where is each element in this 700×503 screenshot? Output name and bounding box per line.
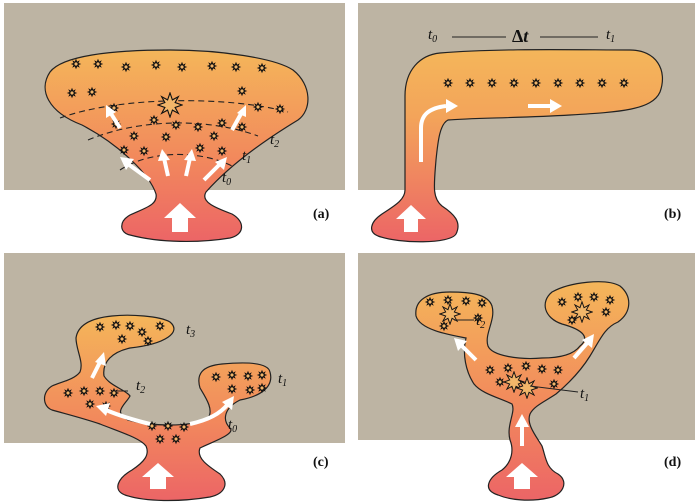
delta-t-annotation: t0 Δt t1 — [428, 26, 615, 46]
panel-b-label: (b) — [664, 207, 681, 222]
panel-a: t0 t1 t2 (a) — [4, 3, 345, 243]
panel-c-background — [4, 253, 345, 443]
c-t3-label: t3 — [186, 322, 195, 340]
t1-label: t1 — [242, 148, 251, 166]
panel-d-upward-arrow — [506, 463, 538, 489]
t2-label: t2 — [270, 132, 279, 150]
contour-t1 — [87, 122, 259, 141]
panel-a-flow-arrows — [106, 105, 246, 182]
panel-a-upward-arrow — [164, 203, 196, 232]
contour-t2 — [59, 100, 289, 119]
panel-d: t2 t1 (d) — [358, 253, 695, 501]
delta-t-label: Δt — [512, 26, 529, 46]
t0-label: t0 — [222, 170, 231, 188]
panel-c: t3 t2 t1 t0 (c) — [4, 253, 345, 502]
panel-c-flow-arrows — [90, 352, 234, 426]
panel-b-bend-arrow — [419, 104, 447, 162]
panel-d-label: (d) — [664, 455, 681, 470]
panel-c-upward-arrow — [142, 463, 174, 489]
panel-c-label: (c) — [313, 455, 329, 470]
d-t1-label: t1 — [580, 386, 589, 404]
c-t2-label: t2 — [136, 378, 145, 396]
b-t0-label: t0 — [428, 27, 437, 45]
c-t0-label: t0 — [228, 417, 237, 435]
d-t2-label: t2 — [476, 313, 485, 331]
panel-d-flow-arrows — [454, 334, 594, 446]
c-t1-label: t1 — [278, 371, 287, 389]
panel-a-label: (a) — [313, 207, 330, 222]
panel-a-magma-body — [44, 49, 309, 243]
b-t1-label: t1 — [606, 27, 615, 45]
panel-b: t0 Δt t1 (b) — [358, 3, 695, 243]
panel-b-upward-arrow — [396, 205, 426, 232]
panel-b-magma-body — [371, 49, 664, 243]
